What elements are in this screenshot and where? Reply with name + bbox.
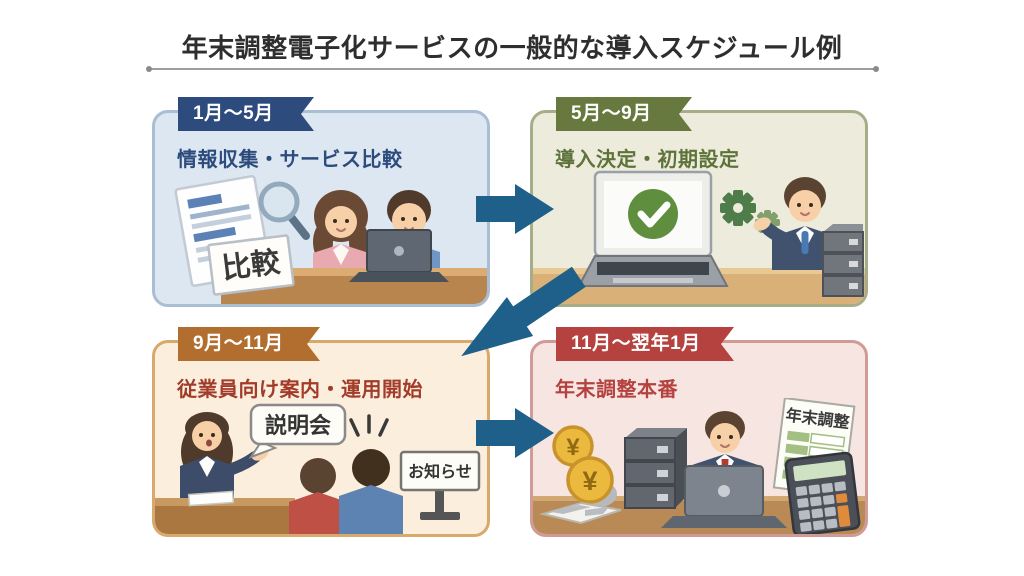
- title-underline: [146, 66, 879, 72]
- step-panel-4: 11月〜翌年1月 年末調整本番 ¥ ¥: [530, 340, 868, 537]
- notice-sign: お知らせ: [399, 450, 481, 520]
- panel-3-body: 従業員向け案内・運用開始: [155, 343, 487, 534]
- compare-card: 比較: [207, 234, 295, 296]
- audience-figures: [289, 449, 403, 534]
- coin-symbol: ¥: [582, 466, 597, 496]
- step-3-heading: 従業員向け案内・運用開始: [177, 379, 423, 401]
- period-ribbon-1: 1月〜5月: [178, 97, 314, 131]
- period-ribbon-4: 11月〜翌年1月: [556, 327, 734, 361]
- step-panel-3: 9月〜11月 従業員向け案内・運用開始: [152, 340, 490, 537]
- calculator-icon: [784, 451, 861, 534]
- step-1-illustration: 比較: [174, 175, 487, 304]
- step-2-heading: 導入決定・初期設定: [555, 149, 740, 171]
- woman-figure: [313, 190, 369, 278]
- notice-sign-label: お知らせ: [408, 462, 472, 481]
- laptop-checkmark-icon: [577, 170, 729, 287]
- laptop-icon: [349, 229, 449, 282]
- panel-1-body: 情報収集・サービス比較: [155, 113, 487, 304]
- yen-coins-icon: ¥ ¥: [552, 425, 617, 507]
- step-1-heading: 情報収集・サービス比較: [177, 149, 403, 171]
- step-4-illustration: ¥ ¥: [533, 398, 865, 534]
- step-panel-1: 1月〜5月 情報収集・サービス比較: [152, 110, 490, 307]
- server-icon: [624, 428, 687, 509]
- magnifier-icon: [258, 181, 310, 240]
- step-3-illustration: 説明会 お知らせ: [155, 403, 481, 534]
- panel-4-body: 年末調整本番 ¥ ¥: [533, 343, 865, 534]
- emphasis-marks: [349, 414, 389, 437]
- panel-2-body: 導入決定・初期設定: [533, 113, 865, 304]
- businessman-figure: [753, 177, 838, 270]
- underline-left-dot: [146, 66, 152, 72]
- coin-symbol: ¥: [566, 434, 580, 461]
- step-4-heading: 年末調整本番: [555, 379, 678, 401]
- speech-bubble-label: 説明会: [265, 413, 331, 438]
- step-2-illustration: [533, 170, 865, 304]
- period-ribbon-3: 9月〜11月: [178, 327, 320, 361]
- open-book-icon: [539, 501, 622, 525]
- page-title: 年末調整電子化サービスの一般的な導入スケジュール例: [181, 33, 843, 63]
- period-ribbon-2: 5月〜9月: [556, 97, 692, 131]
- speech-bubble: 説明会: [248, 403, 347, 460]
- step-panel-2: 5月〜9月 導入決定・初期設定: [530, 110, 868, 307]
- underline-right-dot: [873, 66, 879, 72]
- laptop-icon: [661, 465, 787, 528]
- server-icon: [822, 224, 864, 297]
